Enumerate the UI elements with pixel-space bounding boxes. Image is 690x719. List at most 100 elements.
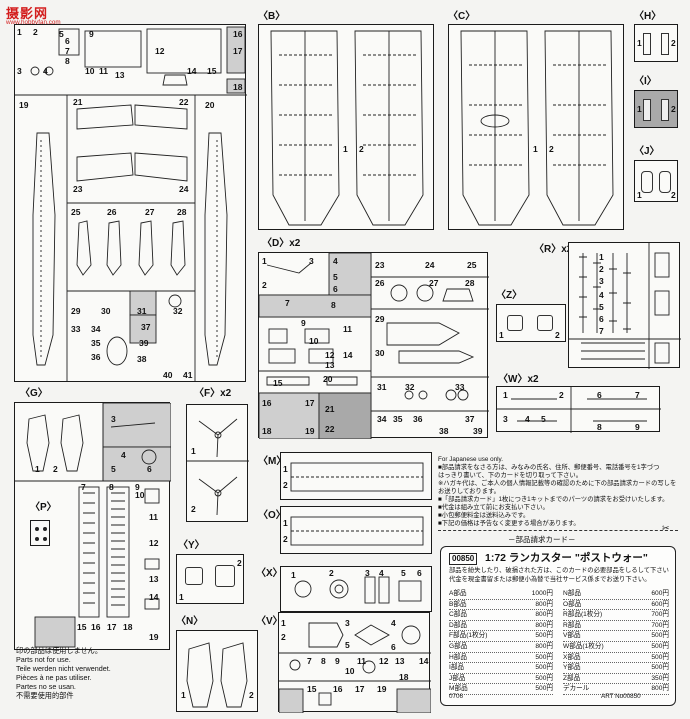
price-item-name: F部品(1枚分) — [449, 632, 488, 640]
not-for-use-line-4: Pièces à ne pas utiliser. — [16, 673, 92, 682]
price-item-price: 500円 — [651, 664, 669, 672]
n-num-1: 1 — [181, 690, 186, 700]
d-num-4: 4 — [333, 256, 338, 266]
price-row: F部品(1枚分)500円 — [449, 631, 553, 642]
a-num-31: 31 — [137, 306, 147, 316]
a-num-29: 29 — [71, 306, 81, 316]
frame-o-label: 〈O〉 — [258, 510, 286, 521]
b-num-1: 1 — [343, 144, 348, 154]
price-row: W部品(1枚分)500円 — [563, 642, 669, 653]
c-num-1: 1 — [533, 144, 538, 154]
v-num-8: 8 — [321, 656, 326, 666]
order-card-footer-right: ART No00850 — [601, 693, 641, 700]
price-item-price: 500円 — [535, 653, 553, 661]
g-num-13: 13 — [149, 574, 159, 584]
a-num-13: 13 — [115, 70, 125, 80]
v-num-15: 15 — [307, 684, 317, 694]
order-info: For Japanese use only. ■部品請求をなさる方は、みなみの氏… — [438, 456, 678, 528]
a-num-9: 9 — [89, 29, 94, 39]
d-num-31: 31 — [377, 382, 387, 392]
d-num-7: 7 — [285, 298, 290, 308]
a-num-16: 16 — [233, 29, 243, 39]
a-num-10: 10 — [85, 66, 95, 76]
w-num-9: 9 — [635, 422, 640, 432]
a-num-4: 4 — [43, 66, 48, 76]
d-num-22: 22 — [325, 424, 335, 434]
i-num-1: 1 — [637, 104, 642, 114]
g-num-17: 17 — [107, 622, 117, 632]
a-num-18: 18 — [233, 82, 243, 92]
g-num-16: 16 — [91, 622, 101, 632]
v-num-17: 17 — [355, 684, 365, 694]
x-num-2: 2 — [329, 568, 334, 578]
price-item-name: I部品 — [449, 664, 465, 672]
frame-d-drawing — [259, 253, 489, 439]
x-num-6: 6 — [417, 568, 422, 578]
d-num-30: 30 — [375, 348, 385, 358]
price-item-name: W部品(1枚分) — [563, 642, 604, 650]
a-num-34: 34 — [91, 324, 101, 334]
order-card-text-1: 部品を紛失したり、破損された方は、このカードの必要部品をしるして下さい — [449, 567, 669, 574]
d-num-19: 19 — [305, 426, 315, 436]
d-num-26: 26 — [375, 278, 385, 288]
f-num-1: 1 — [191, 446, 196, 456]
frame-v-drawing — [279, 622, 431, 713]
order-info-line-8: ■下記の価格は予告なく変更する場合があります。 — [438, 520, 580, 527]
o-num-2: 2 — [283, 534, 288, 544]
a-num-8: 8 — [65, 56, 70, 66]
a-num-1: 1 — [17, 27, 22, 37]
v-num-16: 16 — [333, 684, 343, 694]
a-num-37: 37 — [141, 322, 151, 332]
frame-c-drawing — [460, 30, 614, 226]
frame-w-label: 〈W〉x2 — [498, 374, 539, 385]
cut-line — [438, 530, 678, 531]
price-item-name: X部品 — [563, 653, 581, 661]
price-item-name: M部品 — [449, 685, 468, 693]
price-item-name: Z部品 — [563, 674, 581, 682]
j-part-1 — [641, 171, 653, 193]
d-num-37: 37 — [465, 414, 475, 424]
frame-g-label: 〈G〉 — [20, 388, 48, 399]
frame-x-drawing — [294, 576, 422, 604]
a-num-35: 35 — [91, 338, 101, 348]
order-info-line-2: はっきり書いて、下のカードを切り取って下さい。 — [438, 472, 583, 479]
frame-x: 1 2 3 4 5 6 — [280, 566, 432, 612]
d-num-38: 38 — [439, 426, 449, 436]
w-num-4: 4 — [525, 414, 530, 424]
d-num-8: 8 — [331, 300, 336, 310]
x-num-3: 3 — [365, 568, 370, 578]
frame-c: 1 2 — [448, 24, 624, 230]
r-num-6: 6 — [599, 314, 604, 324]
o-num-1: 1 — [283, 518, 288, 528]
frame-n-label: 〈N〉 — [176, 616, 204, 627]
price-item-price: 500円 — [535, 664, 553, 672]
frame-b-label: 〈B〉 — [258, 11, 286, 22]
d-num-1: 1 — [262, 256, 267, 266]
frame-m: 1 2 — [280, 452, 432, 500]
order-info-line-5: ■「部品請求カード」1枚につき1キットまでのパーツの請求をお受けいたします。 — [438, 496, 669, 503]
r-num-3: 3 — [599, 276, 604, 286]
w-num-7: 7 — [635, 390, 640, 400]
d-num-5: 5 — [333, 272, 338, 282]
v-num-13: 13 — [395, 656, 405, 666]
not-for-use-line-6: 不需要使用的部件 — [16, 691, 74, 700]
frame-h-label: 〈H〉 — [634, 11, 662, 22]
price-item-price: 500円 — [535, 685, 553, 693]
scissors-icon: ✂ — [662, 523, 670, 533]
order-info-line-4: お送りしております。 — [438, 488, 500, 495]
d-num-39: 39 — [473, 426, 483, 436]
f-num-2: 2 — [191, 504, 196, 514]
frame-m-label: 〈M〉 — [258, 456, 287, 467]
frame-v: 1 2 3 4 5 6 7 8 9 10 11 12 13 14 15 16 1… — [278, 612, 431, 713]
x-num-4: 4 — [379, 568, 384, 578]
d-num-36: 36 — [413, 414, 423, 424]
z-num-1: 1 — [499, 330, 504, 340]
price-item-price: 800円 — [651, 685, 669, 693]
frame-o-drawing — [290, 516, 424, 546]
i-part-2 — [661, 99, 669, 121]
not-for-use-line-1: 印の部品は使用しません。 — [16, 646, 103, 655]
